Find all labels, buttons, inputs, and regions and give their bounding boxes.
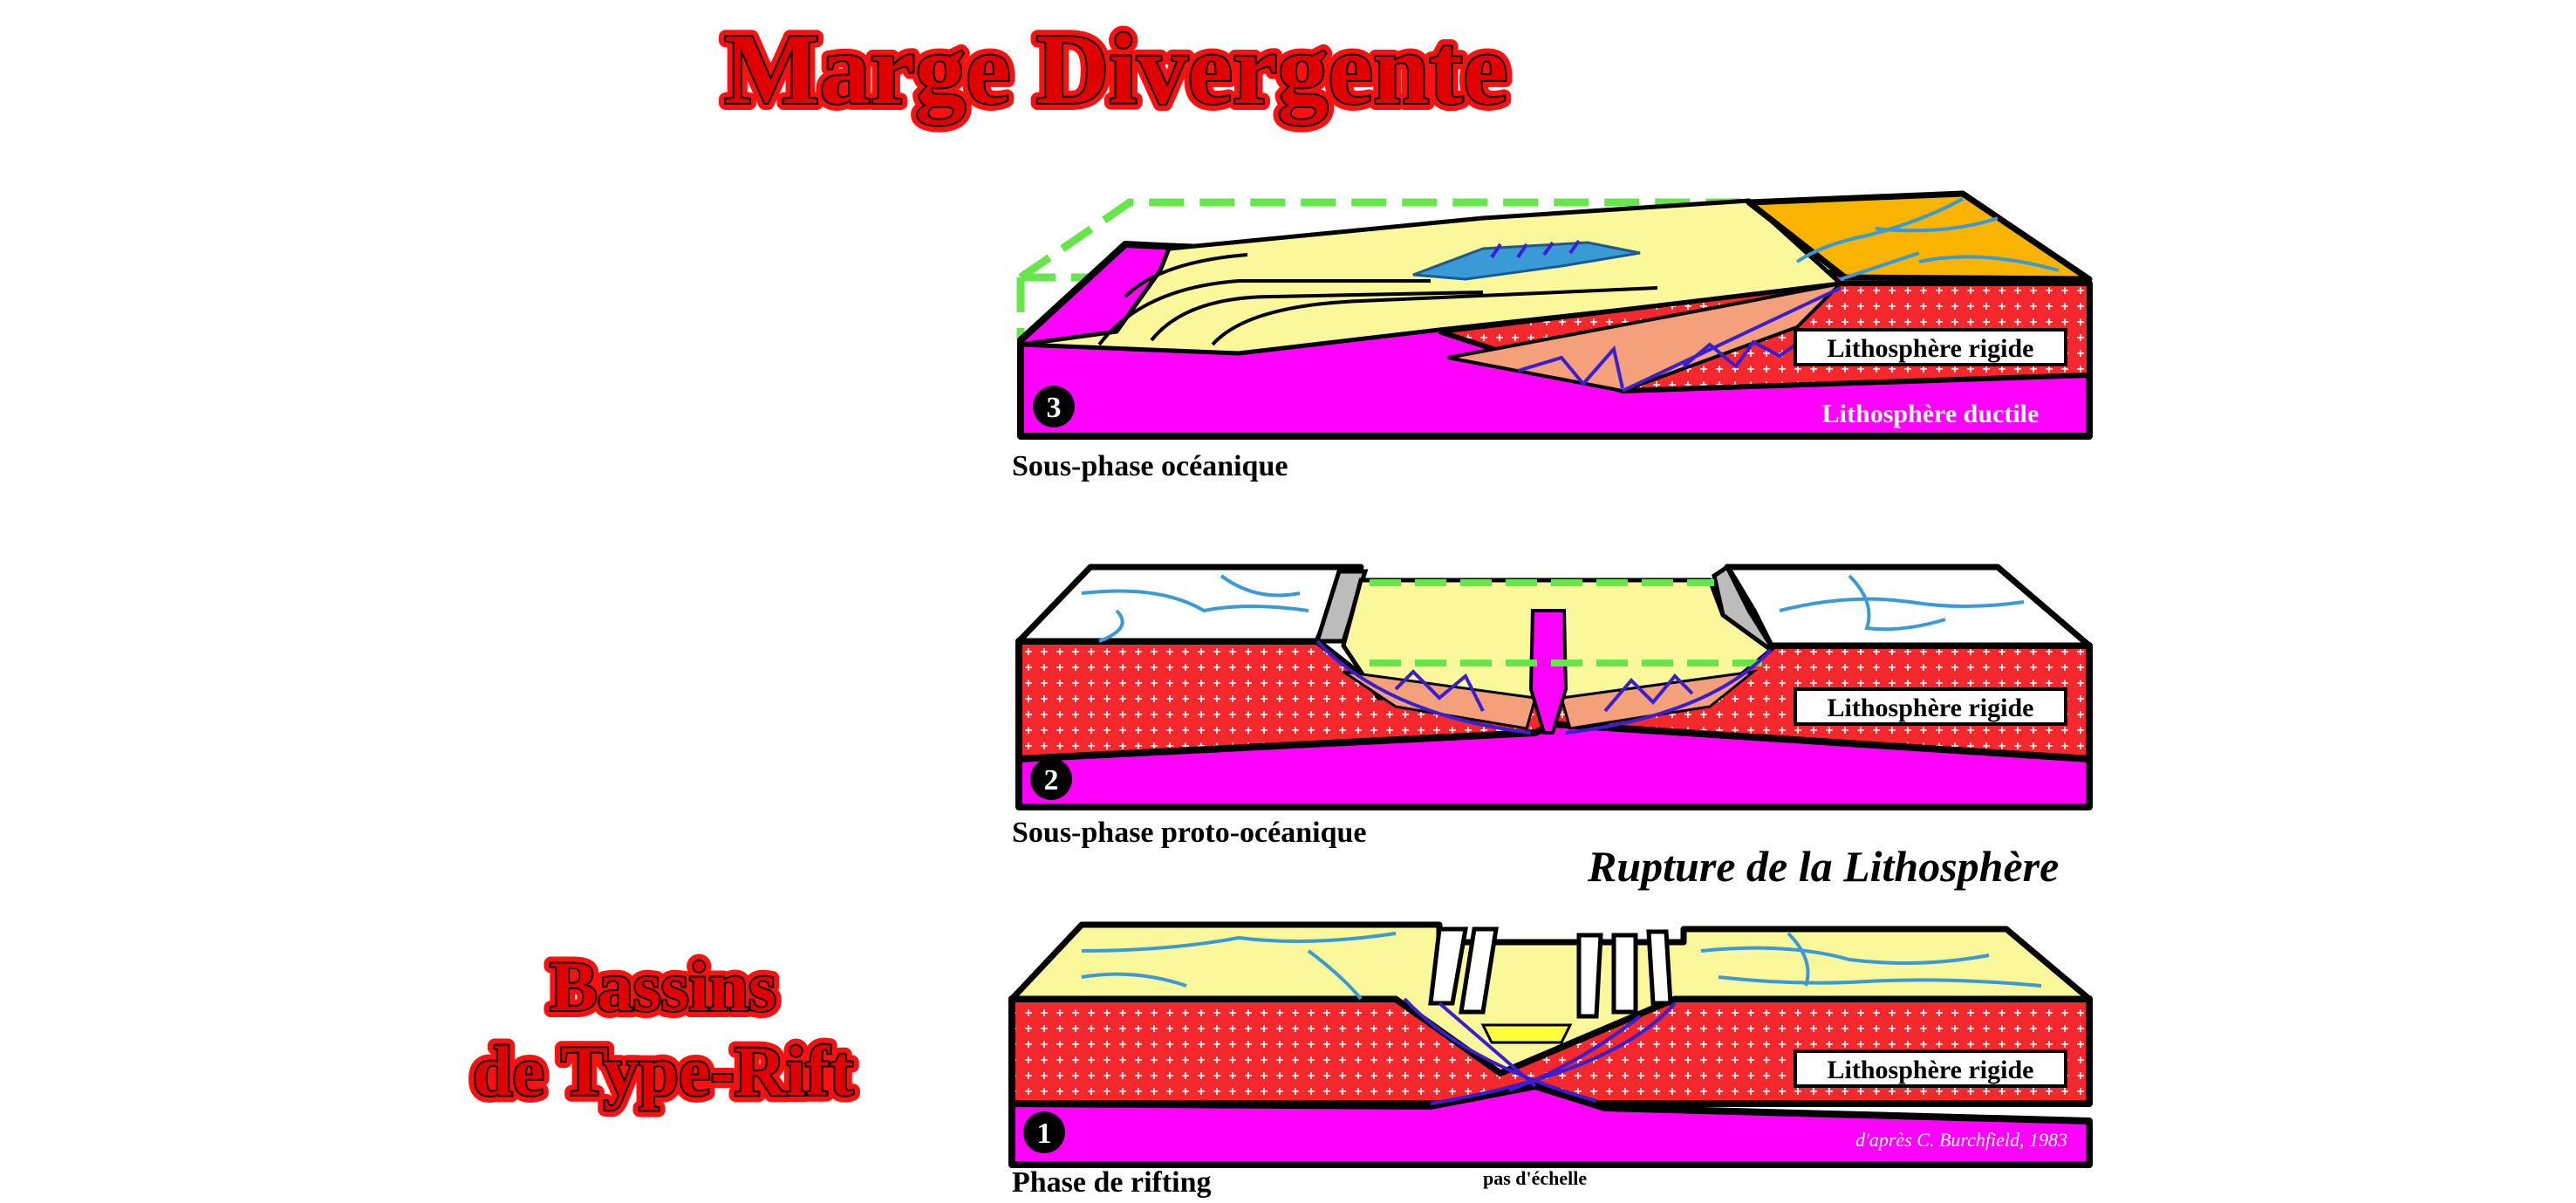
rift-basin-title: Bassins Bassins de Type-Rift de Type-Rif… bbox=[466, 940, 861, 1118]
panel-number-badge bbox=[1030, 758, 1072, 800]
panel-number: 2 bbox=[1044, 764, 1059, 796]
panel-caption: Sous-phase proto-océanique bbox=[1012, 817, 1367, 849]
rivers bbox=[1081, 932, 2042, 1001]
panel-number-badge bbox=[1033, 386, 1075, 427]
mantle-upwelling bbox=[1528, 609, 1568, 735]
continent-surface bbox=[1008, 921, 2093, 1077]
sediment-layers bbox=[1097, 253, 1658, 346]
main-title: Marge Divergente Marge Divergente bbox=[717, 7, 1515, 133]
scale-note: pas d'échelle bbox=[1483, 1167, 1587, 1189]
panel-1-rifting: Lithosphère rigide d'après C. Burchfield… bbox=[1008, 921, 2093, 1199]
rift-title-line1: Bassins bbox=[550, 947, 776, 1026]
rivers bbox=[1795, 197, 2060, 281]
rigid-label-box bbox=[1794, 687, 2067, 726]
rigid-lithosphere-label: Lithosphère rigide bbox=[1828, 334, 2034, 363]
panel-number: 1 bbox=[1037, 1118, 1052, 1150]
rigid-label-box bbox=[1794, 1049, 2067, 1088]
rupture-label: Rupture de la Lithosphère bbox=[1587, 842, 2059, 891]
rift-title-line1-glow: Bassins bbox=[550, 947, 776, 1026]
panel-3-oceanic: Lithosphère rigide Lithosphère ductile 3… bbox=[1012, 190, 2093, 482]
ductile-lithosphere-layer bbox=[1015, 721, 2093, 810]
panel-2-proto-oceanic: Lithosphère rigide 2 Sous-phase proto-oc… bbox=[1012, 564, 2093, 849]
panel-number: 3 bbox=[1047, 392, 1062, 424]
thinned-crust-wedge-right bbox=[1560, 669, 1759, 730]
rift-title-line2: de Type-Rift bbox=[473, 1031, 854, 1111]
source-credit: d'après C. Burchfield, 1983 bbox=[1855, 1129, 2067, 1151]
tilted-fault-blocks bbox=[1428, 926, 1673, 1019]
rigid-lithosphere-label: Lithosphère rigide bbox=[1828, 1056, 2034, 1084]
rift-title-line2-glow: de Type-Rift bbox=[473, 1031, 854, 1111]
panel-number-badge bbox=[1023, 1111, 1065, 1153]
continent-surface-right bbox=[1724, 564, 2093, 649]
marine-basin-water bbox=[1412, 241, 1641, 281]
main-title-text: Marge Divergente bbox=[724, 14, 1508, 126]
normal-faults bbox=[1490, 239, 1841, 393]
graben-sediment bbox=[1480, 1023, 1573, 1044]
normal-faults bbox=[1315, 639, 1773, 735]
panel-caption: Sous-phase océanique bbox=[1012, 450, 1288, 482]
main-title-glow: Marge Divergente bbox=[724, 14, 1508, 126]
rivers bbox=[1081, 574, 2025, 643]
rigid-label-box bbox=[1794, 328, 2067, 366]
ductile-lithosphere-label: Lithosphère ductile bbox=[1822, 400, 2040, 428]
ductile-lithosphere-layer bbox=[1008, 1083, 2093, 1168]
panel-caption: Phase de rifting bbox=[1012, 1166, 1212, 1199]
rigid-lithosphere-label: Lithosphère rigide bbox=[1828, 694, 2034, 722]
ocean-box-outline bbox=[1370, 579, 1762, 666]
normal-faults bbox=[1403, 997, 1677, 1105]
